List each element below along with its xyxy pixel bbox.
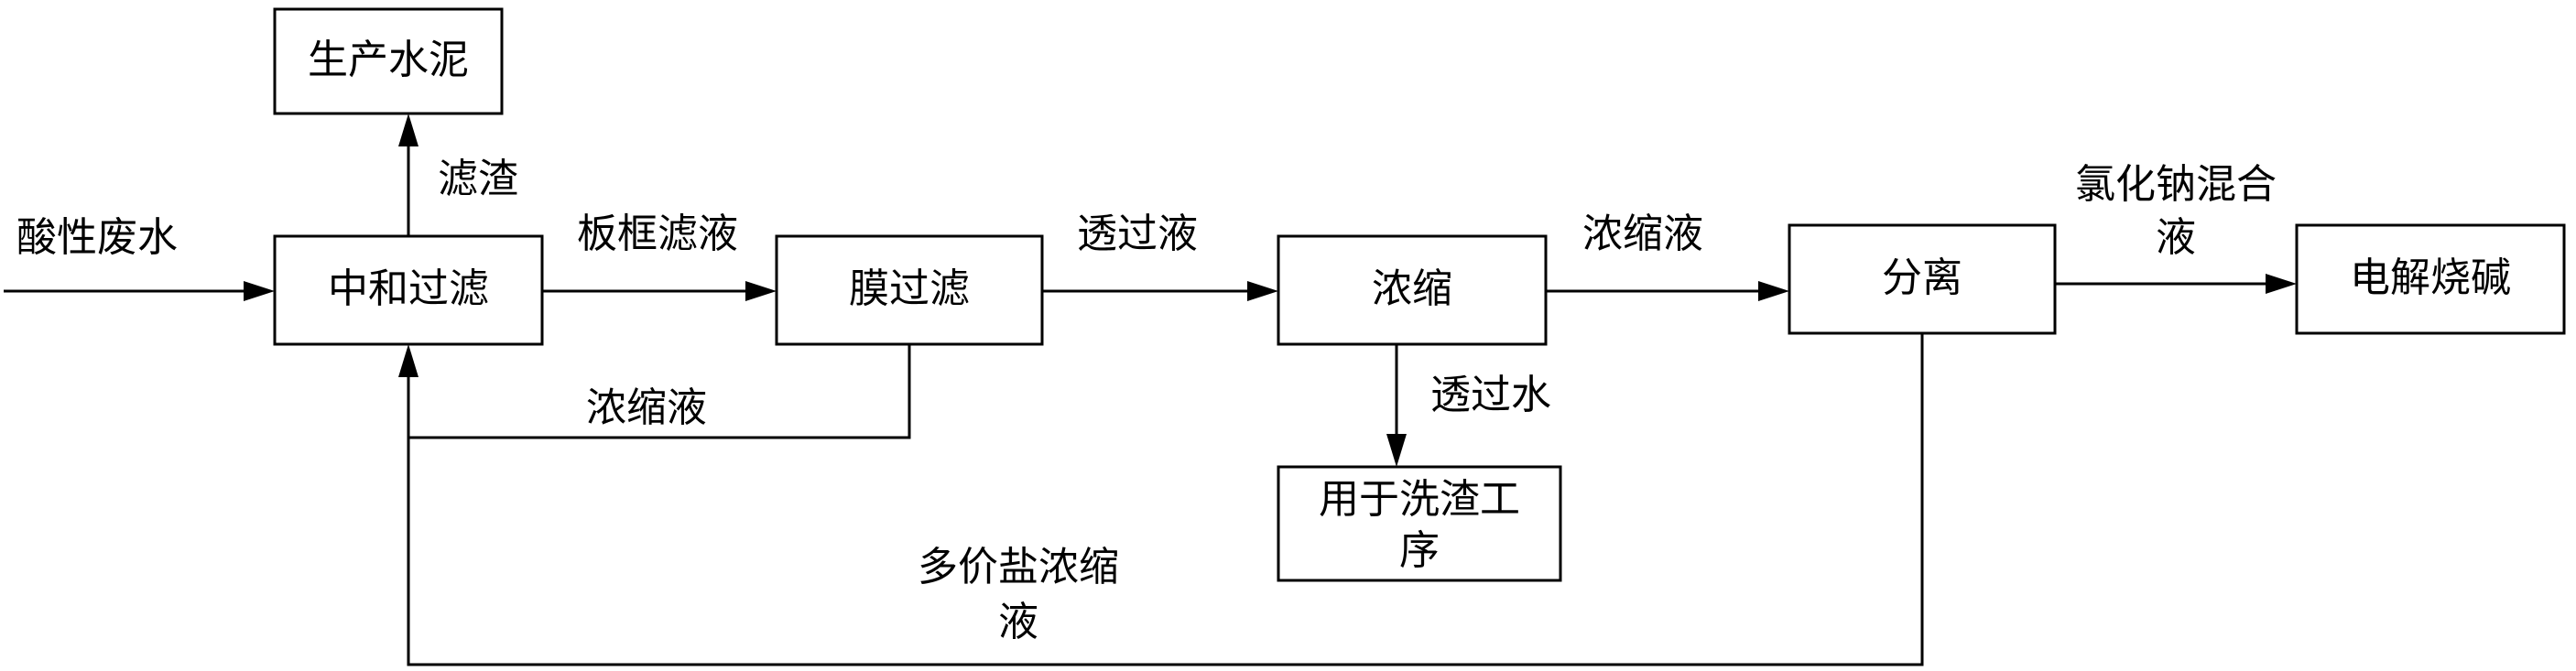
node-concentrate-label: 浓缩 — [1372, 265, 1452, 312]
edge-filtrate: 板框滤液 — [542, 211, 777, 301]
edge-acid-input-label: 酸性废水 — [16, 214, 178, 261]
edge-filtrate-label: 板框滤液 — [577, 211, 738, 257]
node-cement-label: 生产水泥 — [308, 37, 469, 83]
edge-permeate-label: 透过液 — [1077, 211, 1198, 257]
arrowhead — [1758, 281, 1789, 301]
arrowhead — [2266, 274, 2297, 294]
arrowhead — [398, 344, 418, 377]
node-neutralize-filter-label: 中和过滤 — [328, 265, 489, 312]
node-electrolysis: 电解烧碱 — [2295, 223, 2566, 335]
edge-permeate-water: 透过水 — [1386, 344, 1551, 467]
node-concentrate: 浓缩 — [1277, 234, 1548, 346]
node-cement: 生产水泥 — [273, 7, 504, 115]
arrowhead — [1247, 281, 1278, 301]
edge-concentrate-out-label: 浓缩液 — [1582, 211, 1703, 257]
arrowhead — [745, 281, 777, 301]
edge-permeate-water-label: 透过水 — [1430, 372, 1551, 418]
edge-nacl-mix: 氯化钠混合 液 — [2055, 161, 2297, 294]
edge-polyvalent-return-label-line1: 多价盐浓缩 — [918, 544, 1119, 590]
edge-nacl-mix-label-line1: 氯化钠混合 — [2075, 161, 2277, 208]
node-wash-process: 用于洗渣工 序 — [1277, 465, 1562, 582]
node-wash-process-label-line1: 用于洗渣工 — [1319, 476, 1520, 523]
edge-polyvalent-return-label-line2: 液 — [998, 599, 1038, 645]
edge-membrane-return-label: 浓缩液 — [586, 384, 707, 431]
edge-nacl-mix-label-line2: 液 — [2156, 214, 2196, 261]
edge-residue-label: 滤渣 — [438, 156, 518, 202]
arrowhead — [398, 114, 418, 146]
node-separate-label: 分离 — [1882, 254, 1962, 301]
node-membrane-filter: 膜过滤 — [775, 234, 1044, 346]
node-neutralize-filter: 中和过滤 — [273, 234, 544, 346]
edge-membrane-return: 浓缩液 — [398, 344, 911, 439]
arrowhead — [244, 281, 275, 301]
node-membrane-filter-label: 膜过滤 — [849, 265, 970, 312]
edge-polyvalent-return: 多价盐浓缩 液 — [407, 333, 1924, 666]
edge-residue: 滤渣 — [398, 114, 518, 236]
edge-permeate: 透过液 — [1042, 211, 1278, 301]
node-electrolysis-label: 电解烧碱 — [2350, 254, 2511, 301]
node-separate: 分离 — [1788, 223, 2057, 335]
edge-concentrate-out: 浓缩液 — [1546, 211, 1789, 301]
node-wash-process-label-line2: 序 — [1399, 527, 1440, 574]
edge-acid-input: 酸性废水 — [4, 214, 275, 301]
arrowhead — [1386, 434, 1407, 467]
